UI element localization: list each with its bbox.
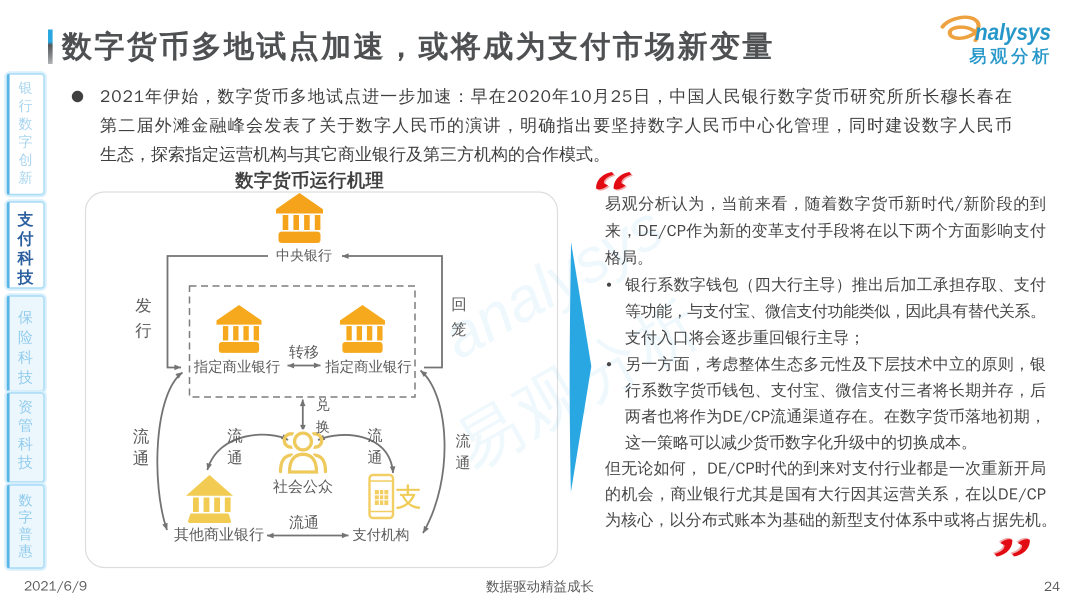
svg-text:nalysys: nalysys <box>975 19 1051 45</box>
